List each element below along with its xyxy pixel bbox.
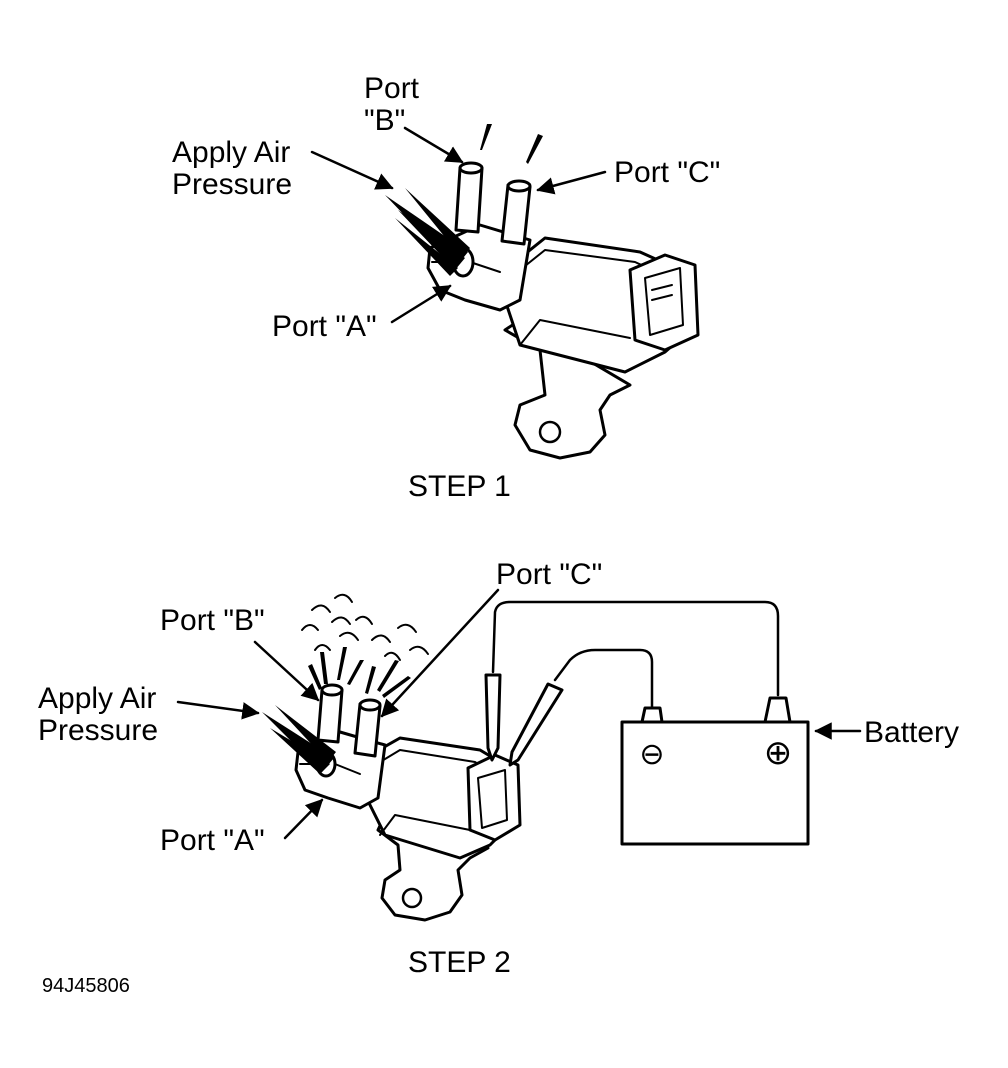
step2-battery: ⊖ ⊕ (620, 696, 810, 846)
step1-port-b-label-line2: "B" (364, 104, 405, 137)
step1-port-c-label: Port "C" (614, 156, 720, 189)
step1-port-b-label-line1: Port (364, 72, 420, 105)
step1-port-b-leader (403, 126, 464, 164)
step2-mount-hole (401, 887, 423, 909)
step1-mount-hole (538, 420, 562, 444)
step1-valve (426, 161, 700, 460)
step2-battery-negative-terminal (640, 706, 664, 724)
step1-apply-leader (310, 150, 394, 190)
step2-probe-1 (484, 673, 502, 762)
step2-port-a-leader (283, 798, 324, 840)
step1-port-a-label: Port "A" (272, 310, 377, 343)
step2-escaping-air-icon (301, 593, 429, 698)
step1-caption: STEP 1 (408, 470, 511, 503)
step2-apply-label-line2: Pressure (38, 714, 158, 747)
step2-port-c-leader (380, 588, 500, 718)
step1-port-c-leader (536, 170, 607, 195)
step1-panel: Port "B" Apply Air Pressure Port "C" Por… (172, 72, 720, 503)
step2-negative-wire (553, 648, 654, 710)
step2-panel: ⊖ ⊕ Port "C" Port "B" Apply Air Pressure… (38, 558, 959, 979)
step1-air-blast-icon (385, 188, 470, 276)
step2-apply-label-line1: Apply Air (38, 682, 156, 715)
step2-port-b-label: Port "B" (160, 604, 265, 637)
step2-minus-symbol: ⊖ (639, 738, 664, 771)
step2-caption: STEP 2 (408, 946, 511, 979)
step2-port-b-leader (253, 640, 320, 702)
figure-id: 94J45806 (42, 975, 130, 997)
step2-port-c-label: Port "C" (496, 558, 602, 591)
step2-valve (294, 683, 522, 922)
step2-probe-2 (508, 682, 564, 767)
step1-apply-label-line1: Apply Air (172, 136, 290, 169)
step2-positive-wire (491, 600, 780, 697)
step2-air-blast-icon (262, 705, 336, 774)
step2-plus-symbol: ⊕ (764, 734, 793, 772)
step1-apply-label-line2: Pressure (172, 168, 292, 201)
step1-port-b-flow-icon (480, 124, 492, 150)
step2-battery-positive-terminal (763, 696, 792, 724)
step1-port-c-flow-icon (526, 134, 543, 164)
step2-port-a-label: Port "A" (160, 824, 265, 857)
step1-port-a-leader (390, 284, 452, 324)
step2-battery-label: Battery (864, 716, 959, 749)
step2-apply-leader (176, 700, 260, 720)
